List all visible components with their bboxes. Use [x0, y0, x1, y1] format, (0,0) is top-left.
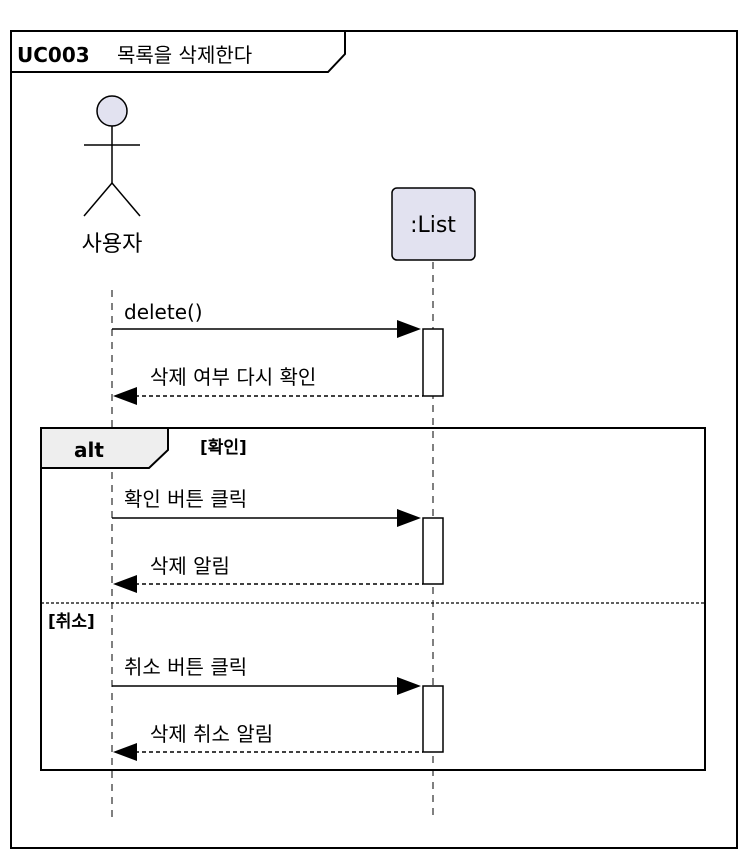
- message-call: delete(): [112, 300, 421, 338]
- message-label: 확인 버튼 클릭: [124, 487, 247, 511]
- actor-head: [96, 95, 128, 127]
- alt-fragment: [40, 427, 706, 771]
- participant-box: [391, 187, 476, 261]
- frame-title: 목록을 삭제한다: [117, 43, 252, 67]
- arrow-head-icon: [397, 509, 421, 527]
- message-return: 삭제 취소 알림: [113, 722, 423, 761]
- frame-title-tab: [11, 31, 346, 73]
- message-label: 삭제 여부 다시 확인: [150, 365, 316, 389]
- alt-header: [40, 427, 169, 469]
- alt-keyword: alt: [74, 438, 104, 462]
- message-label: delete(): [124, 300, 203, 324]
- message-call: 확인 버튼 클릭: [112, 487, 421, 527]
- message-label: 삭제 취소 알림: [150, 722, 273, 746]
- participant-list[interactable]: :List: [391, 187, 476, 261]
- alt-guard: [확인]: [200, 438, 247, 458]
- arrow-head-icon: [397, 320, 421, 338]
- activation-bar: [422, 685, 444, 753]
- alt-guard: [취소]: [48, 611, 95, 632]
- participant-label: :List: [410, 213, 456, 238]
- message-return: 삭제 알림: [113, 554, 423, 593]
- diagram-frame: [10, 30, 738, 849]
- actor-user[interactable]: 사용자: [82, 95, 143, 257]
- activation-bar: [422, 328, 444, 397]
- frame-id: UC003: [17, 43, 90, 67]
- message-label: 취소 버튼 클릭: [124, 655, 247, 679]
- activation-bar: [422, 517, 444, 585]
- message-return: 삭제 여부 다시 확인: [113, 365, 423, 405]
- arrow-head-icon: [113, 575, 137, 593]
- arrow-head-icon: [113, 387, 137, 405]
- message-call: 취소 버튼 클릭: [112, 655, 421, 695]
- arrow-head-icon: [113, 743, 137, 761]
- arrow-head-icon: [397, 677, 421, 695]
- actor-label: 사용자: [82, 232, 143, 257]
- message-label: 삭제 알림: [150, 554, 230, 578]
